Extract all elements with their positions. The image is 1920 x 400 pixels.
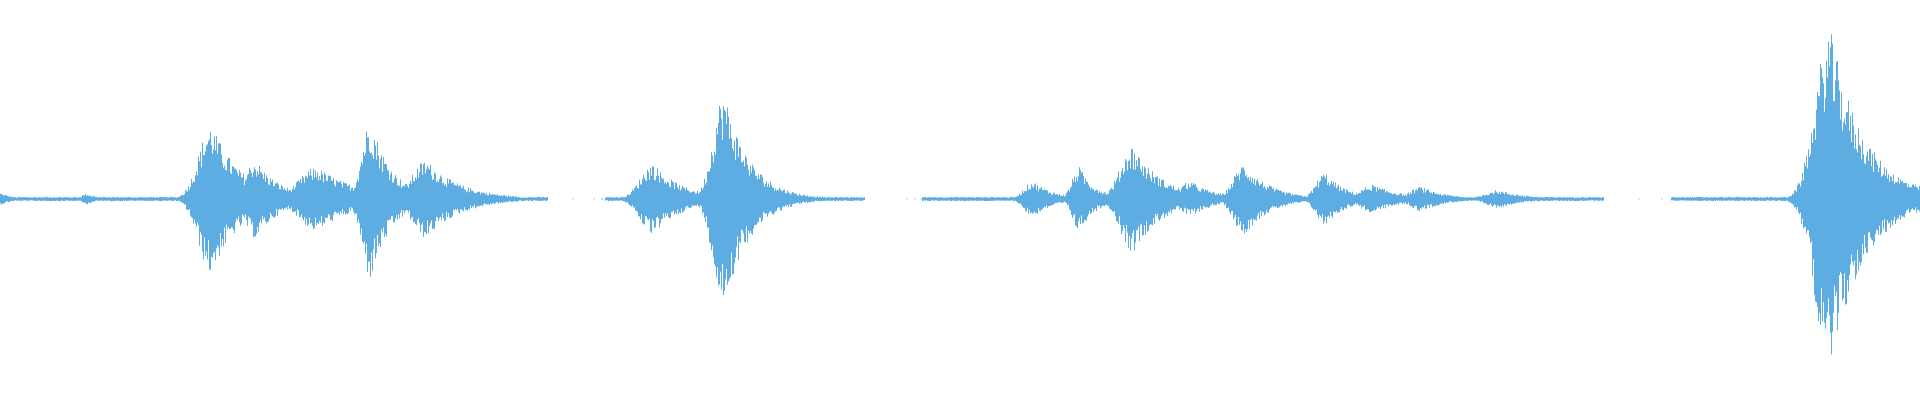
waveform-samples [0, 34, 1920, 355]
waveform-path [0, 34, 1920, 355]
